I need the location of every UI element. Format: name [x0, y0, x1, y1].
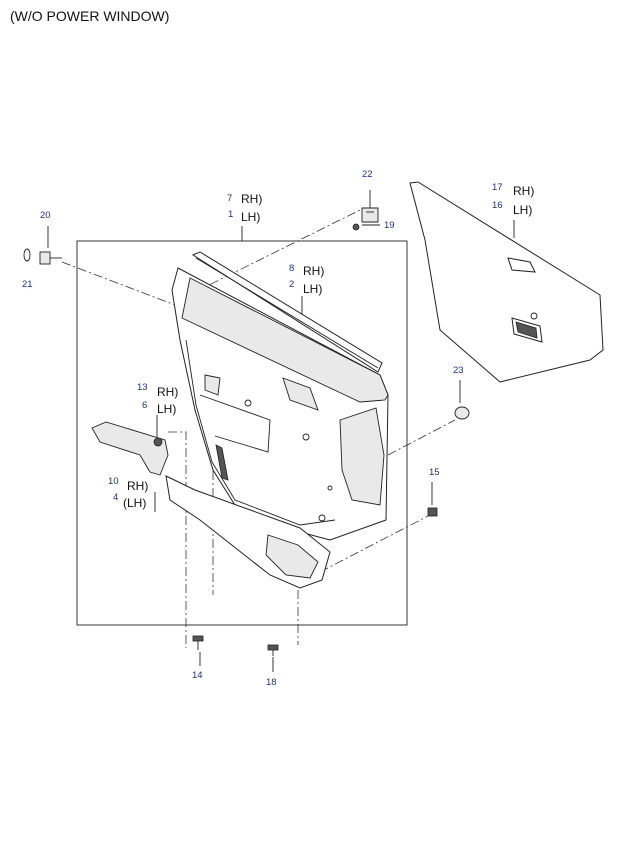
- part-22-bracket: [361, 207, 379, 223]
- callout-1-number: 1: [228, 209, 233, 220]
- callout-15-number: 15: [429, 467, 440, 478]
- callout-23-number: 23: [453, 365, 464, 376]
- callout-10-number: 10: [108, 476, 119, 487]
- door-pocket: [165, 475, 331, 589]
- weatherstrip: [191, 251, 383, 373]
- callout-4-side: (LH): [123, 496, 146, 510]
- backing-sheet: [409, 181, 604, 383]
- callout-7-number: 7: [227, 193, 232, 204]
- callout-17-number: 17: [492, 182, 503, 193]
- part-14-screw: [192, 635, 204, 650]
- callout-14-number: 14: [192, 670, 203, 681]
- part-18-screw: [267, 644, 279, 656]
- armrest-clip: [153, 437, 163, 447]
- callout-16-number: 16: [492, 200, 503, 211]
- diagram-title: (W/O POWER WINDOW): [10, 8, 170, 24]
- part-23-plug: [454, 406, 470, 420]
- callout-10-side: RH): [127, 479, 148, 493]
- callout-16-side: LH): [513, 203, 532, 217]
- callout-8-number: 8: [289, 263, 294, 274]
- callout-13-number: 13: [137, 382, 148, 393]
- armrest: [91, 421, 169, 476]
- callout-4-number: 4: [113, 492, 118, 503]
- callout-7-side: RH): [241, 192, 262, 206]
- callout-6-number: 6: [142, 400, 147, 411]
- callout-22-number: 22: [362, 169, 373, 180]
- callout-18-number: 18: [266, 677, 277, 688]
- part-15-clip: [427, 507, 438, 517]
- callout-1-side: LH): [241, 210, 260, 224]
- callout-8-side: RH): [303, 264, 324, 278]
- callout-20-number: 20: [40, 210, 51, 221]
- part-20-clip: [39, 251, 62, 265]
- part-21-ring: [23, 248, 31, 262]
- callout-labels: 7 RH) 1 LH) 8 RH) 2 LH) 22 19 17 RH) 16 …: [22, 169, 534, 688]
- callout-13-side: RH): [157, 385, 178, 399]
- callout-21-number: 21: [22, 279, 33, 290]
- callout-2-side: LH): [303, 282, 322, 296]
- callout-17-side: RH): [513, 184, 534, 198]
- part-19-screw: [352, 223, 360, 231]
- callout-2-number: 2: [289, 279, 294, 290]
- callout-19-number: 19: [384, 220, 395, 231]
- door-trim-panel: [171, 267, 389, 541]
- callout-6-side: LH): [157, 402, 176, 416]
